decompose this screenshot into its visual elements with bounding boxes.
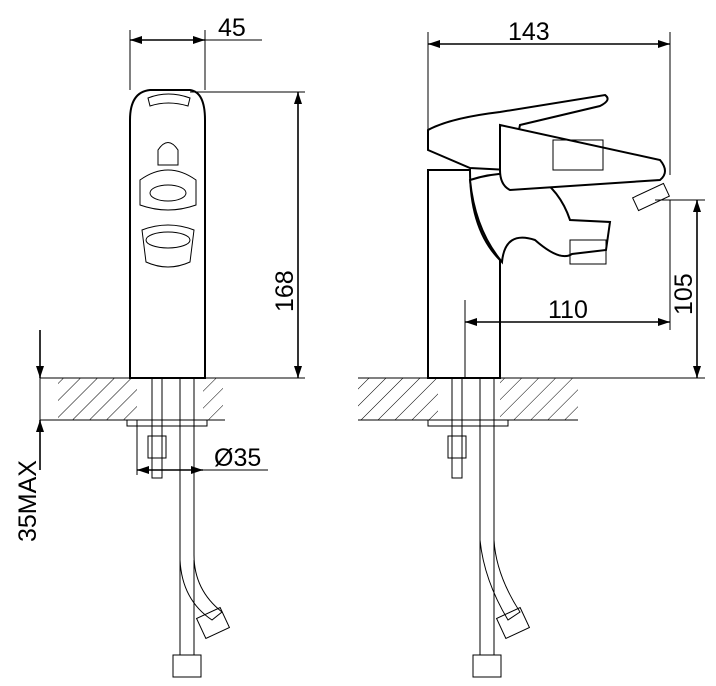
hose-nut [195,606,231,640]
hole-diameter-label: Ø35 [214,444,261,472]
faucet-body-front [129,89,206,379]
mounting-stud-side [451,377,463,479]
hose-nut [172,654,202,678]
spout-height-label: 105 [670,273,698,315]
width-dimension-label: 45 [218,14,246,42]
lever-handle-front [139,169,197,211]
mounting-nut [147,435,167,459]
spout-reach-label: 110 [548,296,588,324]
front-view: 45 168 35MAX Ø35 [14,14,305,678]
side-view: 143 110 105 [358,18,705,678]
height-dimension-label: 168 [271,270,299,312]
aerator-front [141,224,195,268]
aerator-side [569,239,607,265]
mounting-stud [151,377,163,479]
depth-dimension-label: 143 [508,18,550,46]
supply-hose-side [479,377,521,621]
counter-thickness-label: 35MAX [14,460,42,542]
mounting-hole [137,378,203,420]
washer-plate [126,419,208,427]
